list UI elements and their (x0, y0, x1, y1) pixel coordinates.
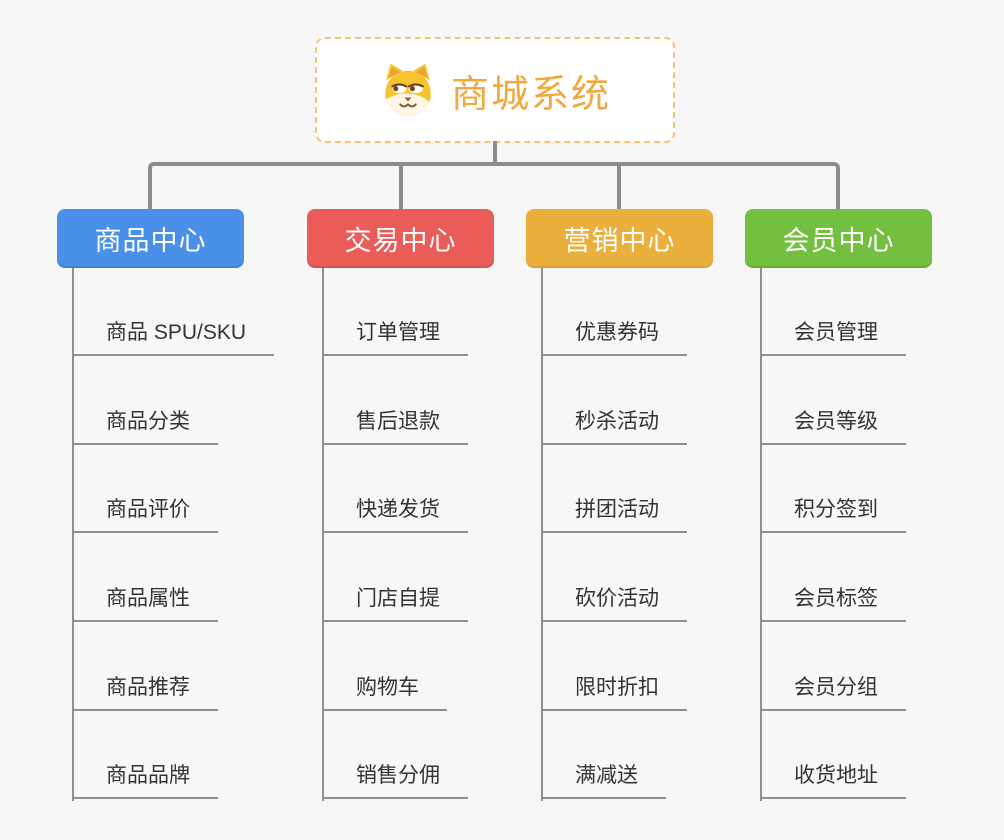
mindmap-item[interactable]: 商品推荐 (72, 665, 218, 711)
mindmap-item[interactable]: 收货地址 (760, 753, 906, 799)
connector-spine-branch-1 (72, 268, 74, 801)
mindmap-item[interactable]: 秒杀活动 (541, 399, 687, 445)
mindmap-item[interactable]: 会员分组 (760, 665, 906, 711)
mindmap-item[interactable]: 购物车 (322, 665, 447, 711)
branch-label: 商品中心 (94, 226, 207, 256)
branch-label: 会员中心 (782, 226, 895, 256)
branch-node-marketing-center[interactable]: 营销中心 (526, 209, 713, 268)
mindmap-item[interactable]: 会员标签 (760, 576, 906, 622)
mindmap-item[interactable]: 快递发货 (322, 487, 468, 533)
mindmap-item[interactable]: 商品品牌 (72, 753, 218, 799)
root-node[interactable]: 商城系统 (315, 37, 675, 143)
connector-horizontal-frame (148, 162, 840, 209)
mindmap-item[interactable]: 销售分佣 (322, 753, 468, 799)
mindmap-item[interactable]: 满减送 (541, 753, 666, 799)
connector-drop-branch-3 (617, 164, 621, 209)
mindmap-item[interactable]: 优惠券码 (541, 310, 687, 356)
branch-node-trade-center[interactable]: 交易中心 (307, 209, 494, 268)
branch-label: 交易中心 (344, 226, 457, 256)
mindmap-item[interactable]: 会员等级 (760, 399, 906, 445)
mindmap-item[interactable]: 商品 SPU/SKU (72, 310, 275, 356)
connector-spine-branch-3 (541, 268, 543, 801)
branch-node-member-center[interactable]: 会员中心 (745, 209, 932, 268)
mindmap-item[interactable]: 商品评价 (72, 487, 218, 533)
mindmap-item[interactable]: 商品分类 (72, 399, 218, 445)
mindmap-item[interactable]: 门店自提 (322, 576, 468, 622)
mindmap-item[interactable]: 限时折扣 (541, 665, 687, 711)
branch-node-product-center[interactable]: 商品中心 (57, 209, 244, 268)
root-title: 商城系统 (450, 73, 611, 116)
connector-drop-branch-2 (399, 164, 403, 209)
connector-root-stem (493, 141, 497, 164)
mindmap-item[interactable]: 订单管理 (322, 310, 468, 356)
branch-label: 营销中心 (563, 226, 676, 256)
mindmap-item[interactable]: 会员管理 (760, 310, 906, 356)
mindmap-item[interactable]: 积分签到 (760, 487, 906, 533)
mindmap-item[interactable]: 售后退款 (322, 399, 468, 445)
mindmap-item[interactable]: 砍价活动 (541, 576, 687, 622)
dog-face-icon (385, 63, 431, 117)
mindmap-item[interactable]: 拼团活动 (541, 487, 687, 533)
connector-spine-branch-2 (322, 268, 324, 801)
connector-spine-branch-4 (760, 268, 762, 801)
mindmap-item[interactable]: 商品属性 (72, 576, 218, 622)
